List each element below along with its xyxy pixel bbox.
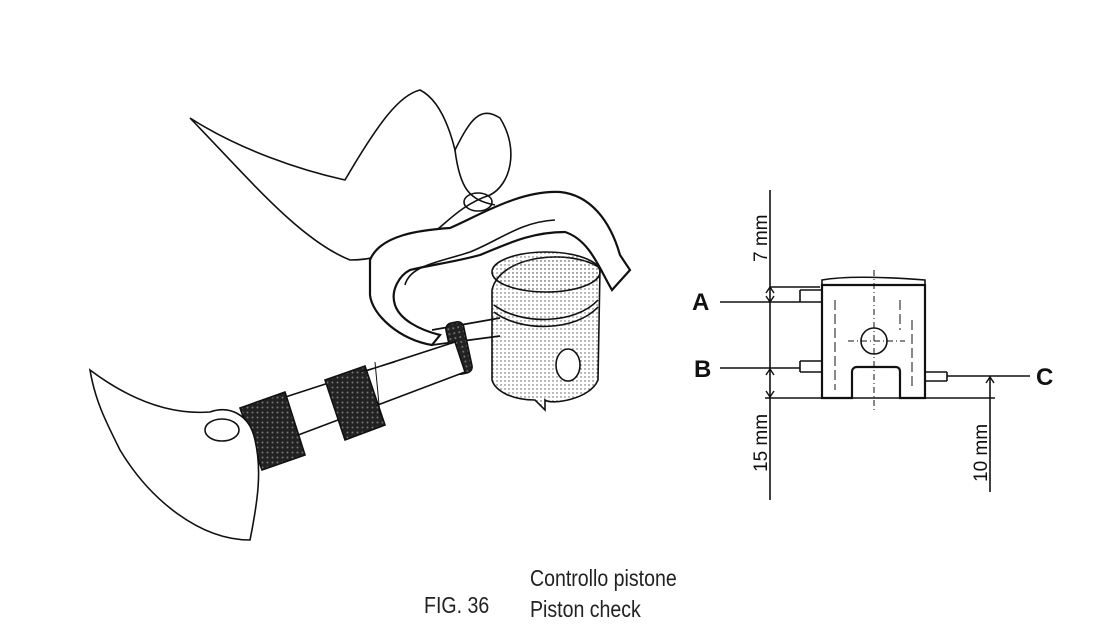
dimension-15mm: 15 mm (751, 414, 772, 472)
caption-english: Piston check (530, 596, 641, 622)
thumb-nail (463, 192, 493, 212)
probe-a (799, 289, 822, 303)
dimension-10mm: 10 mm (971, 424, 992, 482)
label-b: B (694, 356, 711, 383)
dimension-7mm: 7 mm (751, 215, 772, 263)
label-c: C (1036, 364, 1053, 391)
micrometer-illustration (88, 89, 632, 541)
micrometer-frame (368, 190, 632, 347)
piston-body (820, 283, 927, 400)
probe-c (925, 371, 948, 382)
label-a: A (692, 289, 709, 316)
thumb-nail-lower (204, 418, 240, 442)
probe-b (799, 360, 822, 373)
micrometer-thimble (323, 364, 387, 442)
dim-line-left (765, 190, 995, 500)
piston-dimension-diagram: A B C 7 mm 15 mm 10 mm (692, 190, 1053, 500)
piston-crown (821, 276, 926, 285)
piston (491, 251, 601, 412)
upper-hand (189, 89, 512, 261)
figure-number: FIG. 36 (424, 592, 490, 618)
caption-italian: Controllo pistone (530, 565, 677, 591)
lower-hand (88, 368, 260, 541)
